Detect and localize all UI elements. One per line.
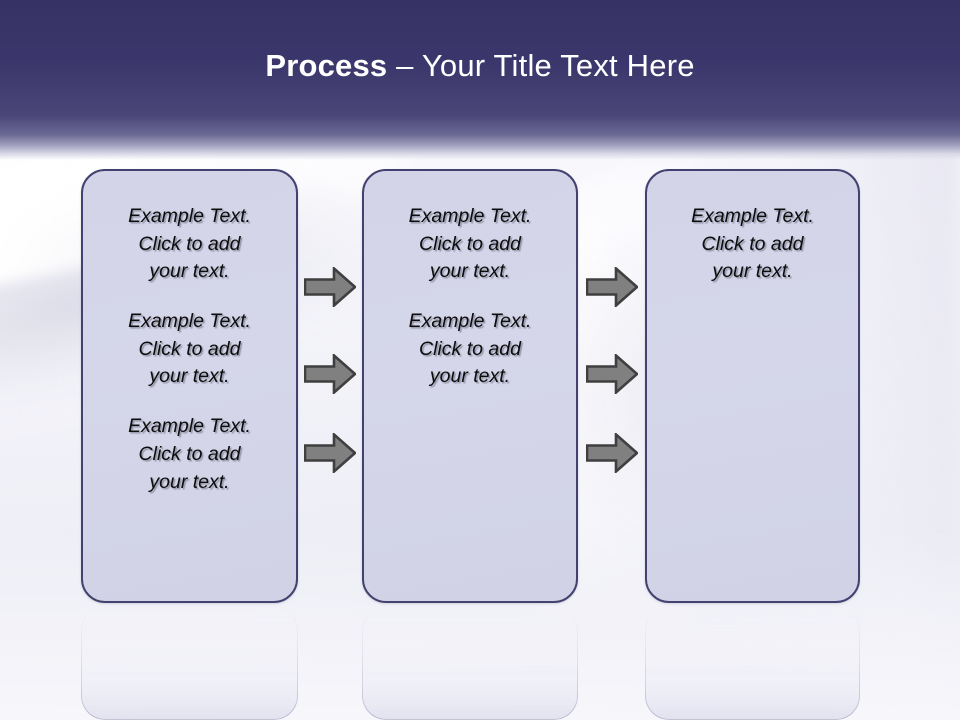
process-box-3-content: Example Text. Click to add your text. (647, 171, 858, 601)
placeholder-text-block[interactable]: Example Text. Click to add your text. (408, 310, 532, 388)
arrow-gap1-row3[interactable] (304, 433, 356, 473)
process-box-3[interactable]: Example Text. Click to add your text. (645, 169, 860, 603)
process-box-2[interactable]: Example Text. Click to add your text. Exa… (362, 169, 578, 603)
placeholder-text-block[interactable]: Example Text. Click to add your text. (408, 205, 532, 283)
arrow-gap2-row1[interactable] (586, 267, 638, 307)
process-box-1[interactable]: Example Text. Click to add your text. Exa… (81, 169, 298, 603)
placeholder-text-block[interactable]: Example Text. Click to add your text. (128, 205, 251, 283)
process-box-2-content: Example Text. Click to add your text. Exa… (364, 171, 576, 601)
placeholder-text-block[interactable]: Example Text. Click to add your text. (691, 205, 814, 283)
reflection-box-1 (81, 606, 298, 720)
placeholder-text-block[interactable]: Example Text. Click to add your text. (128, 415, 251, 493)
process-box-1-content: Example Text. Click to add your text. Exa… (83, 171, 296, 601)
arrow-gap1-row1[interactable] (304, 267, 356, 307)
arrow-gap1-row2[interactable] (304, 354, 356, 394)
page-title-bold: Process (265, 48, 388, 83)
placeholder-text-block[interactable]: Example Text. Click to add your text. (128, 310, 251, 388)
reflection-box-3 (645, 606, 860, 720)
page-title: Process – Your Title Text Here (0, 48, 960, 84)
arrow-gap2-row3[interactable] (586, 433, 638, 473)
arrow-gap2-row2[interactable] (586, 354, 638, 394)
reflection-box-2 (362, 606, 578, 720)
page-title-rest: – Your Title Text Here (387, 48, 695, 83)
